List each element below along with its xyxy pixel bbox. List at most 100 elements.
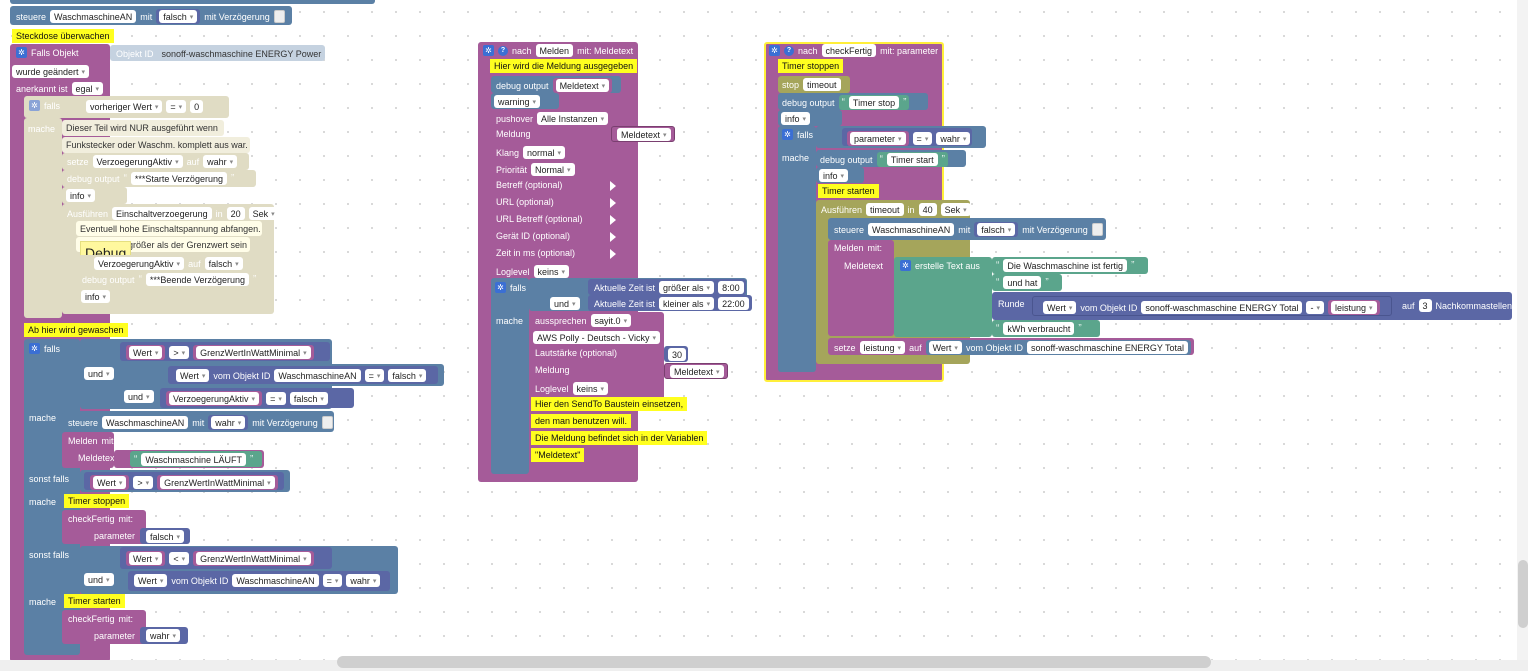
und-inner-block[interactable]: Wert vom Objekt ID WaschmaschineAN = fal… [120,364,444,386]
falsch-dropdown[interactable]: falsch [159,10,198,23]
compare-lt[interactable]: Wert < GrenzWertInWattMinimal [120,547,332,569]
objekt-id-block[interactable]: Objekt ID sonoff-waschmaschine ENERGY Po… [110,45,325,61]
steuere-label: steuere [16,11,47,22]
und-dropdown-2[interactable]: und [124,390,154,403]
debug-disabled-2[interactable]: debug output “***Beende Verzögerung” [78,271,274,288]
gear-icon-8[interactable]: ✲ [900,260,911,271]
gear-icon[interactable]: ✲ [16,47,27,58]
text-laeuft[interactable]: “Waschmaschine LÄUFT” [130,451,262,467]
falls-block-r[interactable]: ✲falls mache [778,126,816,372]
text-und-hat[interactable]: “und hat” [992,274,1062,291]
func-name-field-2[interactable]: checkFertig [821,44,877,57]
delay-checkbox[interactable] [273,10,285,23]
falls-block-mid[interactable]: ✲falls mache [491,278,529,474]
gear-icon-6[interactable]: ✲ [769,45,780,56]
vertical-scrollbar-thumb[interactable] [1518,560,1528,628]
disabled-mache-column: mache [24,118,62,318]
var-dropdown[interactable]: VerzoegerungAktiv [92,155,183,168]
falls-objekt-label: Falls Objekt [31,47,79,58]
equals-dropdown[interactable]: = [166,100,187,113]
text-line-1[interactable]: Dieser Teil wird NUR ausgeführt wenn [62,120,224,136]
wahr-dropdown[interactable]: wahr [203,155,238,168]
gear-icon-7[interactable]: ✲ [782,129,793,140]
und-dropdown[interactable]: und [84,367,114,380]
info-disabled-2: info [78,288,143,305]
debug-start[interactable]: debug output “Timer start” [816,150,966,167]
gear-icon-5[interactable]: ✲ [495,282,506,293]
mache-label: mache [28,124,56,134]
disabled-falls-block[interactable]: ✲ falls vorheriger Wert = 0 [24,96,229,118]
object-field[interactable]: WaschmaschineAN [50,10,137,23]
horizontal-scrollbar-thumb[interactable] [337,656,1211,668]
comment-eventuell[interactable]: Eventuell hohe Einschaltspannung abfange… [76,221,262,236]
comment-timer-stoppen-r[interactable]: Timer stoppen [778,59,844,73]
wurde-dropdown[interactable]: wurde geändert [12,65,90,78]
cutoff-block[interactable] [10,0,375,4]
comment-timer-stoppen[interactable]: Timer stoppen [64,494,130,508]
meldetext-arg[interactable]: Meldetext [611,126,675,142]
comment-ab-hier[interactable]: Ab hier wird gewaschen [24,323,128,337]
comment-steckdose[interactable]: Steckdose überwachen [12,29,114,43]
meldetext-arg-2[interactable]: Meldetext [664,363,728,379]
info-dropdown[interactable]: info [66,189,96,202]
laut-arg[interactable]: 30 [664,346,688,362]
setze-disabled-2[interactable]: VerzoegerungAktiv auf falsch [78,255,266,271]
help-icon[interactable]: ? [498,45,508,56]
vertical-scrollbar-track[interactable] [1517,0,1528,660]
func-name-field[interactable]: Melden [535,44,574,57]
sonst-falls-cond: Wert > GrenzWertInWattMinimal [80,470,290,492]
mit-label: mit [140,11,153,22]
steuere-block[interactable]: steuere WaschmaschineAN mit wahr mit Ver… [62,411,334,432]
info-row-r: info [778,110,842,126]
falls-cond-r: parameter = wahr [816,126,986,148]
comment-sendto-4[interactable]: "Meldetext" [531,448,585,462]
falls-label: falls [44,100,61,111]
info-row-r2: info [816,167,864,183]
compare-wert-grenz[interactable]: Wert > GrenzWertInWattMinimal [120,342,330,361]
help-icon-2[interactable]: ? [784,45,794,56]
zeit-gt[interactable]: Aktuelle Zeit ist größer als 8:00 [588,279,746,295]
steuere-block-r[interactable]: steuere WaschmaschineAN mit falsch mit V… [828,218,1106,240]
zero-field[interactable]: 0 [190,100,204,113]
comment-timer-starten-r[interactable]: Timer starten [818,184,879,198]
falsch-arg[interactable]: falsch [140,528,190,544]
steuere-block-top[interactable]: steuere WaschmaschineAN mit falsch mit V… [10,6,292,25]
text-fertig[interactable]: “Die Waschmaschine ist fertig” [992,257,1148,274]
runde-block[interactable]: Runde Wert vom Objekt ID sonoff-waschmas… [992,292,1512,320]
wahr-arg[interactable]: wahr [140,627,188,644]
gear-icon-2[interactable]: ✲ [29,100,40,111]
anerkannt-label: anerkannt ist [16,83,68,94]
einschalt-field[interactable]: Einschaltverzoegerung [112,207,212,220]
setze-leistung[interactable]: setze leistung auf Wert vom Objekt ID so… [828,338,1194,355]
text-line-2[interactable]: Funkstecker oder Waschm. komplett aus wa… [62,137,250,153]
gear-icon-4[interactable]: ✲ [483,45,494,56]
compare-verz[interactable]: VerzoegerungAktiv = falsch [160,388,354,408]
comment-sendto-1[interactable]: Hier den SendTo Baustein einsetzen, [531,397,688,411]
mit-verzoegerung-label: mit Verzögerung [204,11,270,22]
debug-stop[interactable]: debug output “Timer stop” [778,93,928,110]
comment-timer-starten[interactable]: Timer starten [64,594,125,608]
zeit-lt[interactable]: Aktuelle Zeit ist kleiner als 22:00 [588,295,752,311]
text-kwh[interactable]: “kWh verbraucht” [992,320,1100,337]
debug-disabled[interactable]: debug output “***Starte Verzögerung” [62,170,256,187]
comment-sendto-3[interactable]: Die Meldung befindet sich in der Variabl… [531,431,708,445]
objekt-id-label: Objekt ID [116,48,154,59]
comment-meldung[interactable]: Hier wird die Meldung ausgegeben [490,59,638,73]
input-notch [610,181,616,191]
setze-disabled[interactable]: setze VerzoegerungAktiv auf wahr [62,153,249,170]
erstelle-text-block[interactable]: ✲ erstelle Text aus [894,257,992,337]
debug-output-block[interactable]: debug output Meldetext [491,76,621,93]
objekt-id-value[interactable]: sonoff-waschmaschine ENERGY Power [161,48,322,59]
vorheriger-wert-dropdown[interactable]: vorheriger Wert [86,100,163,113]
anerkannt-dropdown[interactable]: egal [71,82,104,95]
compare-wasch-wahr[interactable]: Wert vom Objekt ID WaschmaschineAN = wah… [128,571,390,591]
comment-sendto-2[interactable]: den man benutzen will. [531,414,632,428]
gear-icon-3[interactable]: ✲ [29,343,40,354]
